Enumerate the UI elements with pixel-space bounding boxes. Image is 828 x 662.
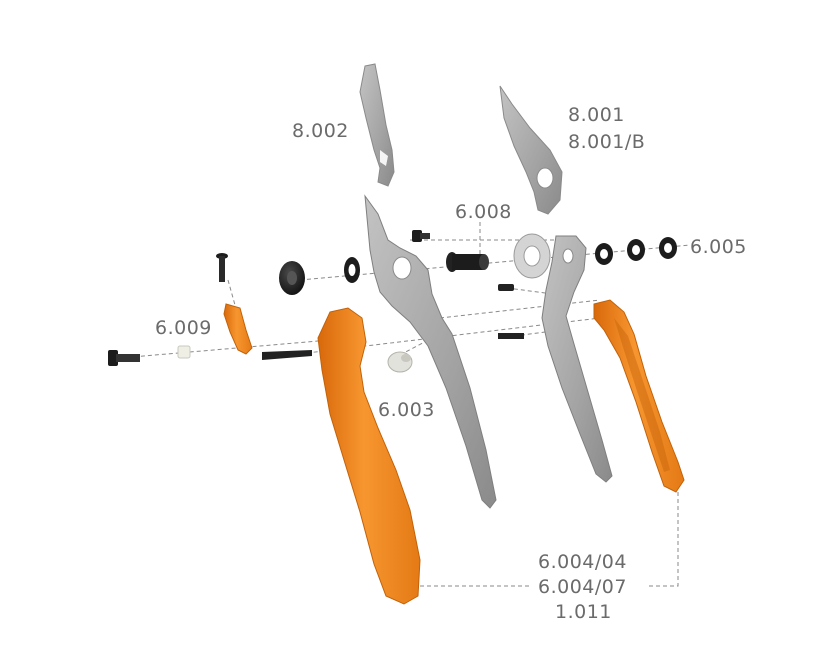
spacer-part bbox=[177, 345, 191, 359]
catch-screw-part bbox=[216, 253, 228, 282]
right-screw-part bbox=[498, 333, 524, 339]
right-steel-handle-part bbox=[541, 235, 613, 483]
bushing-part bbox=[387, 351, 413, 373]
nut-stack-part bbox=[595, 237, 677, 265]
catch-part bbox=[223, 303, 253, 355]
pin-part bbox=[498, 284, 514, 291]
label-handle-3: 1.011 bbox=[555, 601, 612, 623]
pivot-bolt-part bbox=[108, 350, 140, 366]
label-handle-2: 6.004/07 bbox=[538, 576, 627, 598]
label-lower-blade: 8.002 bbox=[292, 120, 349, 142]
left-orange-handle-part bbox=[317, 307, 421, 605]
label-handle-1: 6.004/04 bbox=[538, 551, 627, 573]
label-nuts: 6.005 bbox=[690, 236, 747, 258]
black-washer-part bbox=[344, 257, 360, 283]
upper-blade-part bbox=[499, 85, 563, 215]
label-upper-blade-1: 8.001 bbox=[568, 104, 625, 126]
label-bolt: 6.008 bbox=[455, 201, 512, 223]
handle-screw-part bbox=[262, 350, 312, 360]
label-catch: 6.009 bbox=[155, 317, 212, 339]
lower-blade-part bbox=[359, 63, 395, 187]
small-screw-part bbox=[412, 230, 430, 242]
label-bushing: 6.003 bbox=[378, 399, 435, 421]
label-upper-blade-2: 8.001/B bbox=[568, 131, 646, 153]
center-bolt-part bbox=[446, 252, 489, 272]
steel-washer-part bbox=[513, 233, 551, 279]
large-nut-part bbox=[279, 261, 305, 295]
